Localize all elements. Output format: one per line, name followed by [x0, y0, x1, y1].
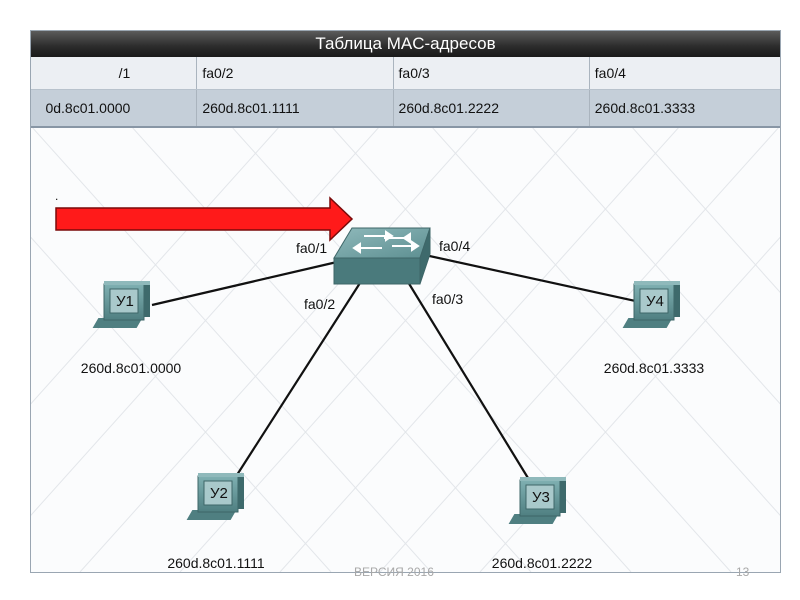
host-u4-name: У4 — [646, 293, 664, 310]
cable-u1 — [151, 260, 338, 307]
host-u3-mac: 260d.8c01.2222 — [491, 555, 593, 571]
pc-u2-icon — [186, 473, 244, 520]
port-cell: fa0/4 — [594, 65, 626, 81]
address-cell: 260d.8c01.1111 — [197, 90, 394, 126]
mac-table-address-row: 0d.8c01.0000 260d.8c01.1111 260d.8c01.22… — [31, 90, 780, 128]
switch-icon — [333, 227, 431, 285]
mac-table-port-row: /1 fa0/2 fa0/3 fa0/4 — [31, 57, 780, 90]
cable-u3 — [407, 281, 529, 479]
port-cell: fa0/2 — [197, 57, 394, 89]
mac-address-table: Таблица MAC-адресов /1 fa0/2 fa0/3 fa0/4… — [31, 31, 780, 128]
switch-port-fa0-2: fa0/2 — [304, 296, 336, 312]
switch-port-fa0-1: fa0/1 — [296, 240, 328, 256]
host-u4-mac: 260d.8c01.3333 — [603, 360, 705, 376]
pc-u1-icon — [92, 281, 150, 328]
host-u3-name: У3 — [532, 489, 550, 506]
host-u2-mac: 260d.8c01.1111 — [167, 555, 265, 571]
port-cell: /1 — [31, 57, 198, 89]
footer-page-number: 13 — [736, 565, 750, 579]
cable-u2 — [234, 282, 361, 479]
pc-u4-icon — [622, 281, 680, 328]
background-grid — [31, 126, 780, 572]
host-u1-name: У1 — [116, 293, 134, 310]
host-u2-name: У2 — [210, 485, 228, 502]
host-u1-mac: 260d.8c01.0000 — [80, 360, 182, 376]
red-arrow-icon — [55, 196, 354, 242]
arrow-dot-marker: . — [55, 189, 59, 203]
switch-port-fa0-3: fa0/3 — [432, 291, 464, 307]
address-cell: 0d.8c01.0000 — [31, 90, 198, 126]
pc-u3-icon — [508, 477, 566, 524]
footer-version: ВЕРСИЯ 2016 — [354, 565, 434, 579]
mac-table-title: Таблица MAC-адресов — [31, 31, 780, 57]
address-cell: 260d.8c01.3333 — [594, 100, 696, 116]
address-cell: 260d.8c01.2222 — [394, 90, 590, 126]
switch-port-fa0-4: fa0/4 — [439, 238, 471, 254]
cable-u4 — [424, 253, 641, 304]
port-cell: fa0/3 — [394, 57, 590, 89]
